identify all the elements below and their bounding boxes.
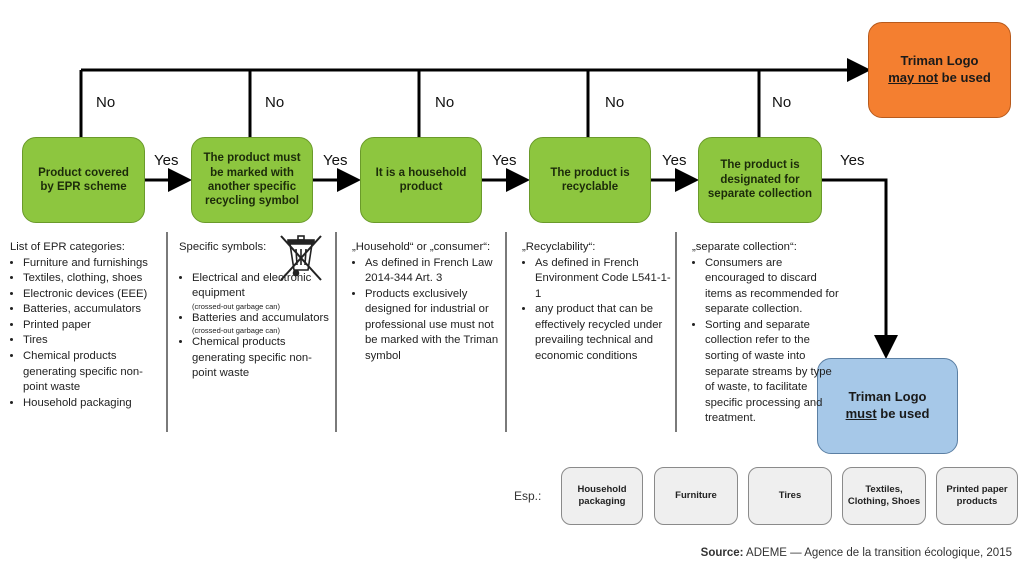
list-item: Textiles, clothing, shoes — [23, 271, 162, 287]
no-label-2: No — [265, 94, 285, 111]
list-item: As defined in French Law 2014-344 Art. 3 — [365, 256, 502, 287]
symbol-list: Electrical and electronic equipment(cros… — [179, 271, 331, 382]
yes-label-2: Yes — [323, 152, 348, 169]
crossed-out-bin-icon — [280, 235, 322, 281]
list-item: Chemical products generating specific no… — [192, 335, 331, 382]
yes-label-5: Yes — [840, 152, 865, 169]
collection-list: Consumers are encouraged to discard item… — [692, 256, 842, 427]
yes-label-4: Yes — [662, 152, 687, 169]
no-label-4: No — [605, 94, 625, 111]
result-no-emphasis: may not — [888, 70, 939, 85]
notes-recyclability-heading: „Recyclability“: — [522, 241, 596, 253]
list-item: Printed paper — [23, 318, 162, 334]
result-yes-rest: be used — [876, 406, 930, 421]
yes-label-3: Yes — [492, 152, 517, 169]
list-item: Furniture and furnishings — [23, 256, 162, 272]
result-no-line1: Triman Logo — [900, 53, 979, 69]
result-triman-must-be-used: Triman Logo must be used — [817, 358, 958, 454]
notes-household-heading: „Household“ or „consumer“: — [352, 241, 491, 253]
result-yes-line1: Triman Logo — [848, 389, 927, 405]
list-item: Batteries, accumulators — [23, 302, 162, 318]
example-textiles: Textiles, Clothing, Shoes — [842, 467, 926, 525]
result-no-rest: be used — [938, 70, 991, 85]
step-epr-scheme: Product covered by EPR scheme — [22, 137, 145, 223]
list-item: Consumers are encouraged to discard item… — [705, 256, 842, 318]
notes-separate-collection: „separate collection“: Consumers are enc… — [692, 240, 842, 427]
recyclability-list: As defined in French Environment Code L5… — [522, 256, 672, 365]
list-item: Tires — [23, 333, 162, 349]
example-tires: Tires — [748, 467, 832, 525]
source-label: Source: — [700, 547, 744, 559]
list-item: Chemical products generating specific no… — [23, 349, 162, 396]
source-citation: Source: ADEME — Agence de la transition … — [701, 547, 1012, 559]
notes-collection-heading: „separate collection“: — [692, 241, 797, 253]
notes-epr-heading: List of EPR categories: — [10, 241, 125, 253]
source-text: ADEME — Agence de la transition écologiq… — [743, 547, 1012, 559]
list-item: Electrical and electronic equipment(cros… — [192, 271, 331, 311]
example-printed-paper: Printed paper products — [936, 467, 1018, 525]
no-label-1: No — [96, 94, 116, 111]
example-household-packaging: Household packaging — [561, 467, 643, 525]
no-label-3: No — [435, 94, 455, 111]
result-yes-emphasis: must — [845, 406, 877, 421]
notes-household: „Household“ or „consumer“: As defined in… — [352, 240, 502, 365]
list-item: Batteries and accumulators(crossed-out g… — [192, 311, 331, 336]
result-triman-may-not-be-used: Triman Logo may not be used — [868, 22, 1011, 118]
list-item: Products exclusively designed for indust… — [365, 287, 502, 365]
list-item: Electronic devices (EEE) — [23, 287, 162, 303]
household-list: As defined in French Law 2014-344 Art. 3… — [352, 256, 502, 365]
notes-recyclability: „Recyclability“: As defined in French En… — [522, 240, 672, 365]
list-item: any product that can be effectively recy… — [535, 302, 672, 364]
examples-label: Esp.: — [514, 489, 542, 503]
epr-category-list: Furniture and furnishings Textiles, clot… — [10, 256, 162, 412]
list-item: Household packaging — [23, 396, 162, 412]
example-furniture: Furniture — [654, 467, 738, 525]
notes-symbols-heading: Specific symbols: — [179, 241, 267, 253]
list-item: Sorting and separate collection refer to… — [705, 318, 842, 427]
notes-specific-symbols: Specific symbols: Electrical and electro… — [179, 240, 331, 382]
step-recyclable: The product is recyclable — [529, 137, 651, 223]
step-other-recycling-symbol: The product must be marked with another … — [191, 137, 313, 223]
step-separate-collection: The product is designated for separate c… — [698, 137, 822, 223]
yes-label-1: Yes — [154, 152, 179, 169]
notes-epr-categories: List of EPR categories: Furniture and fu… — [10, 240, 162, 411]
step-household-product: It is a household product — [360, 137, 482, 223]
no-label-5: No — [772, 94, 792, 111]
list-item: As defined in French Environment Code L5… — [535, 256, 672, 303]
